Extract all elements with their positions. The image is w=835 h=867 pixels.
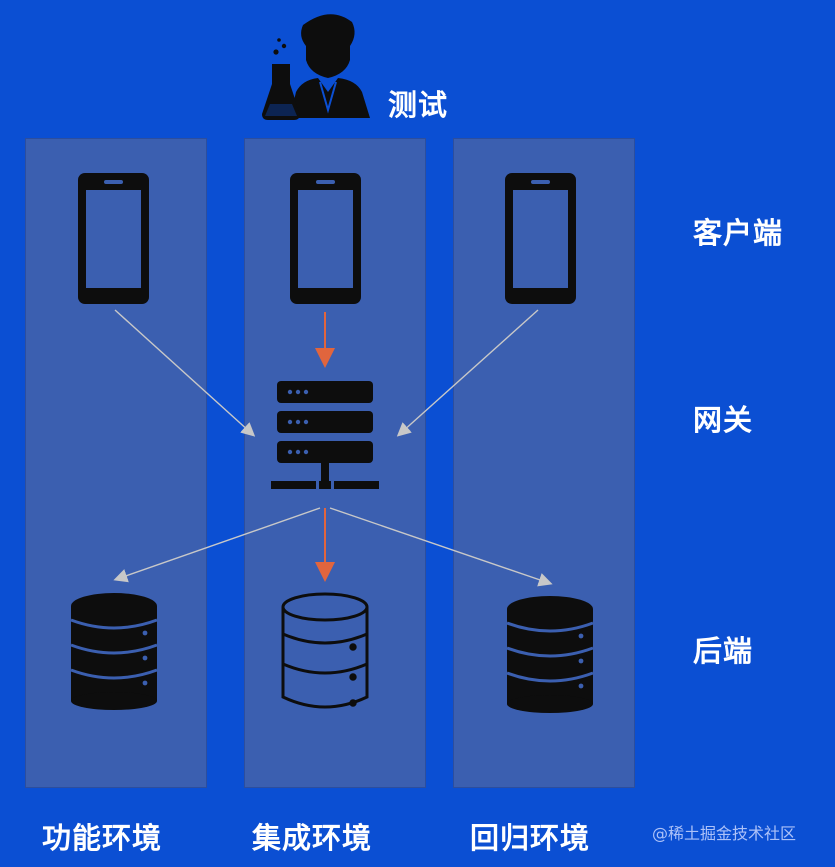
database-outline-icon <box>281 592 369 709</box>
phone-icon <box>290 173 361 304</box>
phone-icon <box>78 173 149 304</box>
watermark: @稀土掘金技术社区 <box>652 824 797 843</box>
client-row-label: 客户端 <box>693 216 784 250</box>
tester-label: 测试 <box>388 88 449 122</box>
functional-environment-label: 功能环境 <box>42 821 163 855</box>
server-icon <box>271 381 379 489</box>
arrow-regression-client-to-gateway <box>396 309 539 437</box>
regression-environment-label: 回归环境 <box>470 821 591 855</box>
gateway-row-label: 网关 <box>693 403 754 437</box>
database-icon <box>506 596 594 713</box>
arrow-gateway-to-functional-backend <box>113 507 321 583</box>
scientist-icon <box>262 14 370 120</box>
integration-environment-label: 集成环境 <box>252 821 373 855</box>
arrow-gateway-to-regression-backend <box>329 507 553 587</box>
phone-icon <box>505 173 576 304</box>
database-icon <box>70 593 158 710</box>
backend-row-label: 后端 <box>693 634 754 668</box>
arrow-functional-client-to-gateway <box>114 309 256 437</box>
